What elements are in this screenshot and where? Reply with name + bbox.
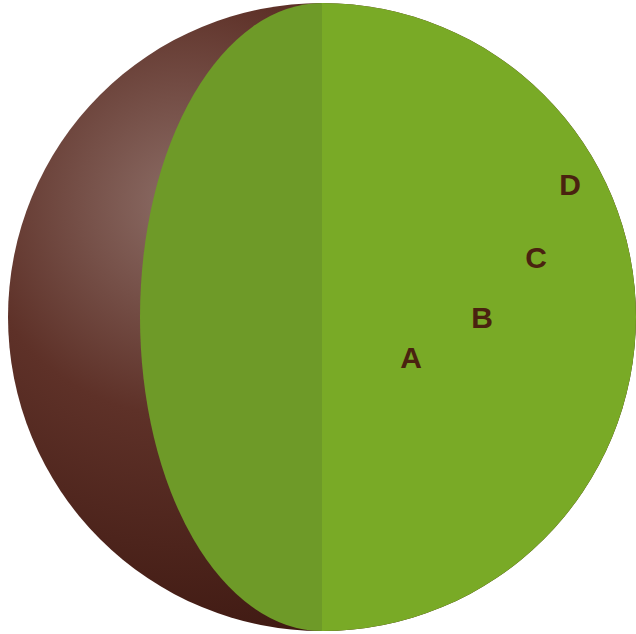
layer-letter: D [559, 170, 581, 200]
layer-right-half [322, 3, 636, 631]
layer-letter: A [400, 343, 422, 373]
layer-letter: B [471, 303, 493, 333]
layer-shape [140, 3, 636, 631]
layer-left-half [140, 3, 322, 631]
sphere-shell [8, 3, 636, 631]
layer-fill [140, 3, 636, 631]
layer-letter: C [525, 243, 547, 273]
layer-band: A B C D [140, 3, 636, 631]
